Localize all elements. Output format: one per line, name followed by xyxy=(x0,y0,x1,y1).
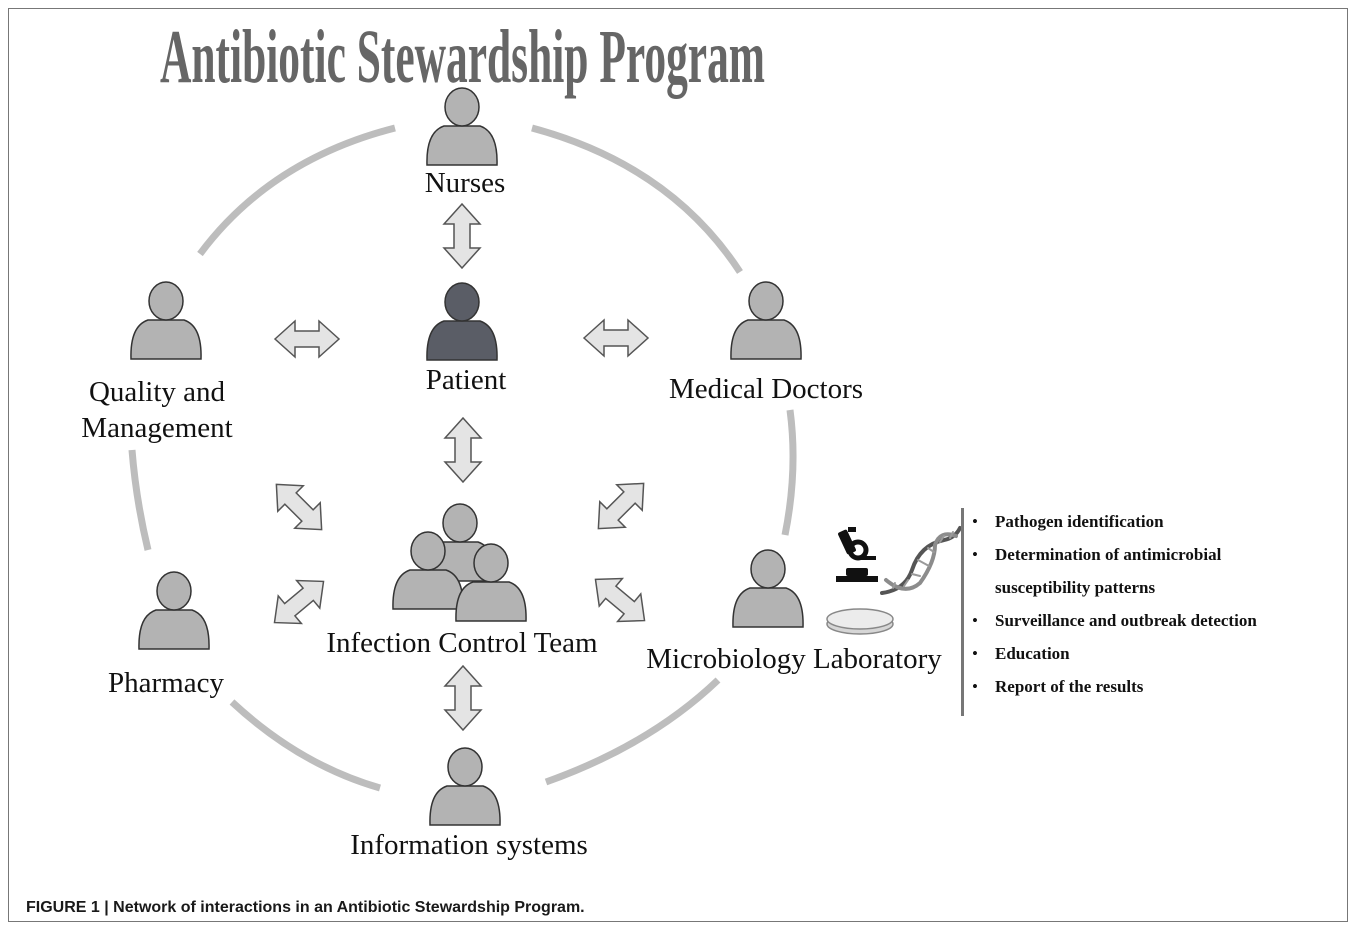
diagram-title: Antibiotic Stewardship Program xyxy=(160,15,765,99)
list-item: Education xyxy=(968,637,1328,670)
arrow-pharmacy-team xyxy=(262,566,336,638)
arrow-quality-team xyxy=(262,470,336,544)
circle-arc-bottom-right xyxy=(544,677,721,786)
list-item: Report of the results xyxy=(968,670,1328,703)
list-item: Determination of antimicrobial xyxy=(968,538,1328,571)
arrow-patient-team xyxy=(444,417,482,483)
list-item: Surveillance and outbreak detection xyxy=(968,604,1328,637)
arrow-team-information xyxy=(444,665,482,731)
medical-doctors-person-icon xyxy=(730,281,802,360)
infection-control-team-label: Infection Control Team xyxy=(326,627,598,659)
quality-label-line1: Quality and xyxy=(89,376,226,408)
circle-arc-left xyxy=(128,449,152,551)
arrow-patient-doctors xyxy=(583,319,649,357)
pharmacy-label: Pharmacy xyxy=(108,667,224,699)
functions-divider xyxy=(961,508,964,716)
arrow-nurses-patient xyxy=(443,203,481,269)
circle-arc-top-left xyxy=(197,124,396,257)
infection-control-team-group-icon xyxy=(392,503,527,622)
nurses-label: Nurses xyxy=(425,167,506,199)
microbiology-functions-list: Pathogen identification Determination of… xyxy=(968,505,1328,703)
information-systems-person-icon xyxy=(429,747,501,826)
arrow-microbiology-team xyxy=(583,564,657,636)
patient-label: Patient xyxy=(426,364,507,396)
list-item-continuation: susceptibility patterns xyxy=(995,578,1156,597)
pharmacy-person-icon xyxy=(138,571,210,650)
quality-label-line2: Management xyxy=(81,412,232,444)
microbiology-person-icon xyxy=(732,549,804,628)
dna-icon xyxy=(880,526,962,595)
list-item: Pathogen identification xyxy=(968,505,1328,538)
circle-arc-bottom-left xyxy=(229,699,381,792)
figure-caption: FIGURE 1 | Network of interactions in an… xyxy=(26,899,585,916)
microbiology-laboratory-label: Microbiology Laboratory xyxy=(646,643,942,675)
network-circle xyxy=(128,124,797,792)
quality-management-person-icon xyxy=(130,281,202,360)
circle-arc-top-right xyxy=(531,124,743,274)
microscope-icon xyxy=(836,527,878,582)
arrow-quality-patient xyxy=(274,320,340,358)
petri-dish-icon xyxy=(826,608,894,635)
figure-frame xyxy=(8,8,1348,922)
medical-doctors-label: Medical Doctors xyxy=(669,373,863,405)
patient-person-icon xyxy=(426,282,498,361)
arrow-doctors-team xyxy=(584,469,658,543)
information-systems-label: Information systems xyxy=(350,829,588,861)
circle-arc-right xyxy=(781,409,797,536)
nurses-person-icon xyxy=(426,87,498,166)
